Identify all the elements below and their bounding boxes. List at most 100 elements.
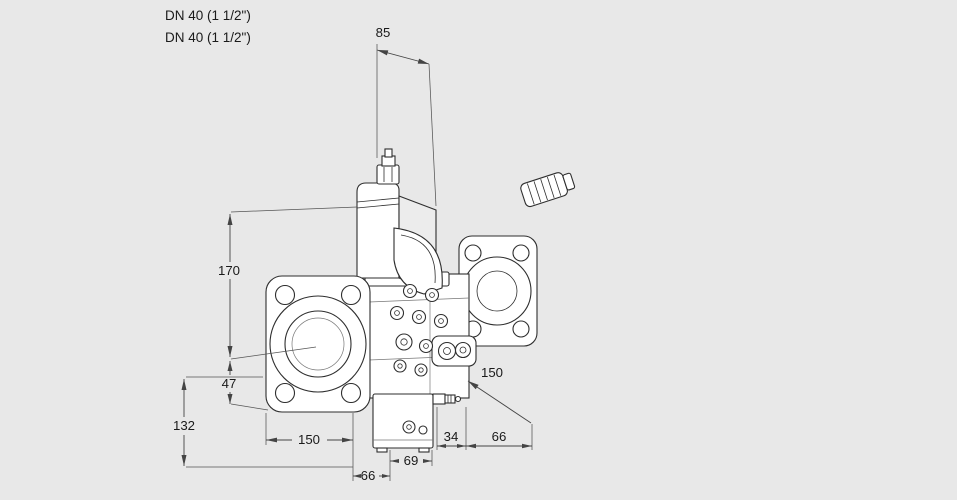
- dim-text-150-left: 150: [298, 432, 320, 447]
- screw-inner: [397, 363, 403, 369]
- bottom-block: [372, 393, 462, 453]
- dn-label-bottom: DN 40 (1 1/2"): [165, 30, 251, 45]
- screw-outer: [414, 363, 428, 377]
- arrowhead: [227, 361, 233, 371]
- dim-nipple-offset: 34: [436, 407, 467, 450]
- screw-inner: [416, 314, 422, 320]
- dim-text-47: 47: [222, 376, 237, 391]
- body-edge-line: [368, 297, 470, 303]
- actuator-rib: [356, 197, 400, 203]
- screw-outer: [402, 283, 418, 299]
- dim-axis-offset: 47: [222, 361, 269, 411]
- strainer-rib: [533, 181, 542, 203]
- screw-inner: [406, 424, 412, 430]
- screw-head: [402, 420, 416, 434]
- side-nipple-base: [432, 393, 446, 405]
- screw-head-small: [418, 425, 428, 435]
- arrowhead: [342, 437, 353, 443]
- screw-inner: [423, 343, 429, 349]
- screw-inner: [418, 367, 424, 373]
- test-nipple: [454, 341, 472, 359]
- test-nipple: [437, 341, 457, 361]
- screw-inner: [438, 318, 444, 324]
- bottom-foot: [418, 447, 430, 453]
- actuator-bracket-inner-line: [400, 234, 436, 284]
- bolt-hole: [512, 244, 530, 262]
- left-flange: [265, 275, 371, 413]
- nipple-outer: [454, 341, 472, 359]
- screw-head: [418, 338, 434, 354]
- nipple-inner: [443, 347, 451, 355]
- dim-text-150-right: 150: [481, 365, 503, 380]
- dim-right-offset: 66: [466, 424, 533, 450]
- screw-head: [389, 305, 405, 321]
- actuator-bracket: [393, 227, 443, 295]
- nipple-tip: [454, 395, 462, 403]
- arrowhead: [417, 58, 429, 64]
- screw-inner: [400, 338, 408, 346]
- dim-flange-right: 150: [467, 365, 532, 424]
- extension-line: [230, 206, 358, 213]
- arrowhead: [266, 437, 277, 443]
- strainer-rib: [527, 183, 535, 205]
- bolt-hole: [274, 284, 296, 306]
- screw-head: [395, 333, 413, 351]
- dim-bottom-offset: 66: [353, 450, 391, 483]
- arrowhead: [181, 379, 187, 390]
- dim-text-170: 170: [218, 263, 240, 278]
- dim-text-85: 85: [376, 25, 391, 40]
- screw-inner: [429, 292, 435, 298]
- extension-line: [230, 403, 269, 411]
- bolt-hole: [340, 284, 362, 306]
- electrical-connector: [376, 164, 400, 185]
- right-flange: [458, 235, 538, 347]
- bottom-foot: [376, 447, 388, 453]
- screw-outer: [411, 309, 427, 325]
- arrowhead: [181, 455, 187, 466]
- body-screws: [389, 283, 472, 377]
- dim-text-69: 69: [404, 453, 419, 468]
- arrowhead: [382, 474, 390, 478]
- strainer-cap: [562, 172, 576, 191]
- dim-actuator-width: 85: [376, 25, 437, 207]
- screw-outer: [393, 359, 407, 373]
- bolt-hole: [464, 244, 482, 262]
- arrowhead: [437, 444, 446, 448]
- screw-head: [414, 363, 428, 377]
- screw-inner: [407, 288, 413, 294]
- bottom-block-body: [372, 393, 434, 449]
- arrowhead: [390, 459, 399, 463]
- actuator-cylinder: [356, 182, 400, 279]
- arrowhead: [353, 474, 361, 478]
- extension-line: [230, 346, 317, 360]
- dim-height-lower: 132: [173, 376, 353, 468]
- left-flange-bore: [284, 310, 352, 378]
- left-flange-chamfer: [291, 317, 345, 371]
- strainer-part: [520, 172, 576, 208]
- screw-head: [424, 287, 440, 303]
- arrowhead: [227, 214, 233, 225]
- dim-text-132: 132: [173, 418, 195, 433]
- arrowhead: [227, 394, 233, 404]
- screw-head: [393, 359, 407, 373]
- arrowhead: [457, 444, 466, 448]
- side-nipple-thread: [444, 394, 456, 404]
- arrowhead: [468, 381, 479, 390]
- dim-flange-left: 150: [265, 413, 354, 481]
- right-flange-face: [462, 256, 532, 326]
- strainer-rib: [553, 174, 562, 196]
- dim-text-66-bottom: 66: [361, 468, 376, 483]
- screw-outer: [402, 420, 416, 434]
- screw-outer: [395, 333, 413, 351]
- actuator: [356, 148, 450, 295]
- screw-head: [433, 313, 449, 329]
- arrowhead: [423, 459, 432, 463]
- bolt-hole: [340, 382, 362, 404]
- arrowhead: [227, 346, 233, 357]
- extension-line: [428, 63, 437, 207]
- screw-inner: [394, 310, 400, 316]
- screw-outer: [424, 287, 440, 303]
- screw-outer: [418, 338, 434, 354]
